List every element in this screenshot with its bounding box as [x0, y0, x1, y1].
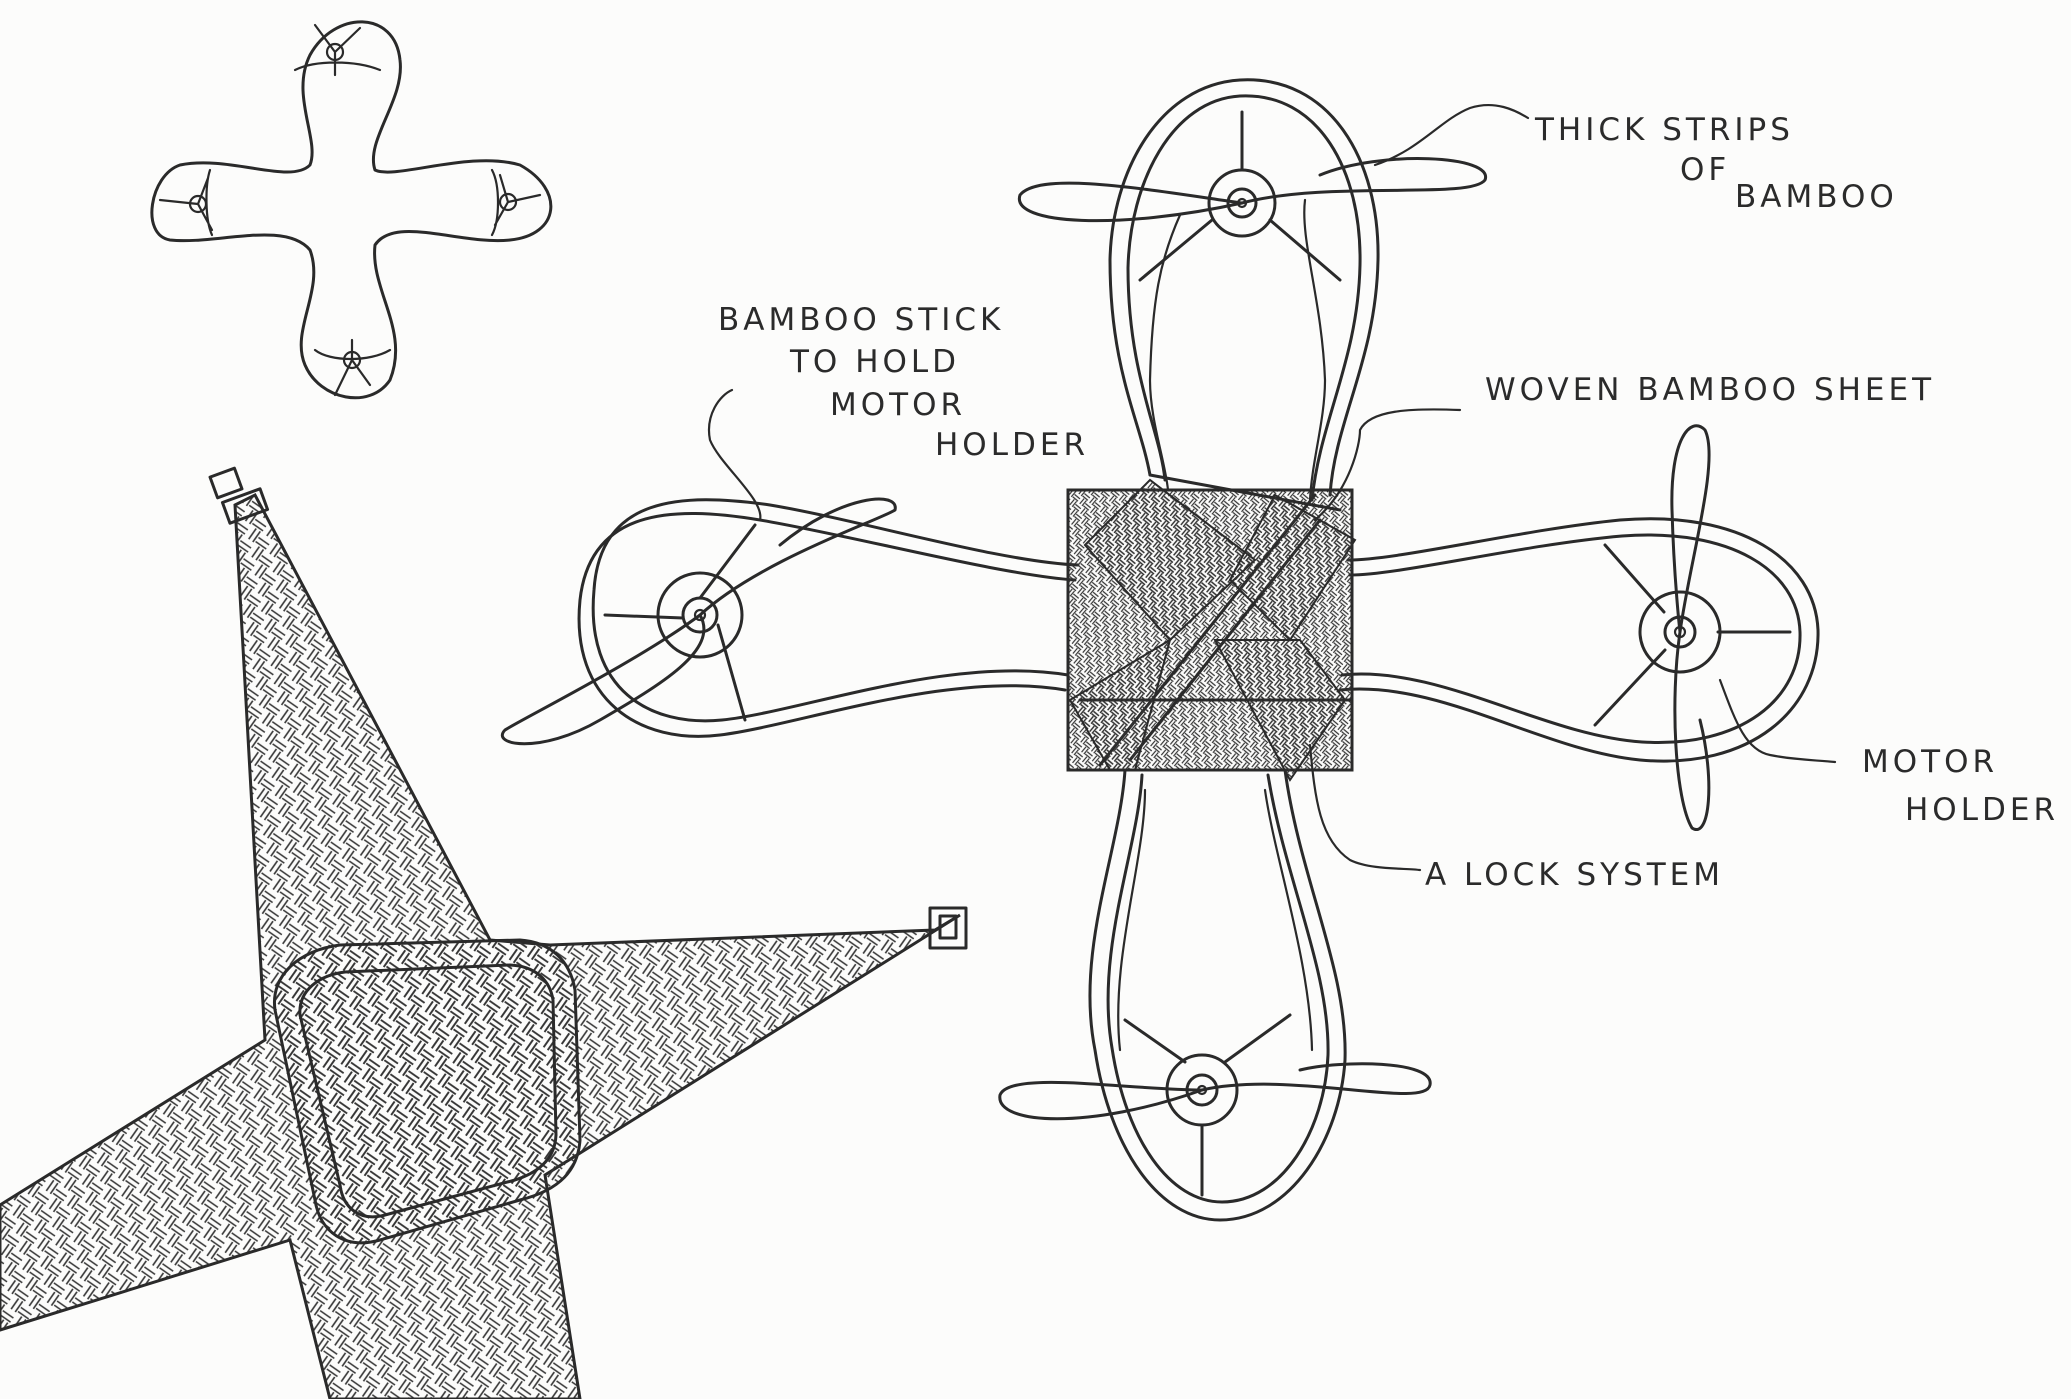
propeller-left [502, 499, 895, 744]
small-frame-sketch [152, 22, 551, 398]
label-thick-strips-line3: BAMBOO [1735, 179, 1898, 215]
label-bamboo-stick-line4: HOLDER [935, 427, 1089, 463]
woven-sheet-sketch [0, 468, 966, 1399]
label-thick-strips-line2: OF [1680, 152, 1730, 188]
woven-center [1068, 475, 1355, 780]
small-motor-top [295, 25, 380, 75]
label-bamboo-stick-line1: BAMBOO STICK [718, 302, 1004, 338]
label-motor-holder-line2: HOLDER [1905, 792, 2059, 828]
small-motor-bottom [315, 340, 390, 395]
buckle-right [930, 908, 966, 948]
propeller-bottom [1000, 1064, 1430, 1119]
motor-right [1595, 426, 1790, 830]
label-thick-strips-line1: THICK STRIPS [1534, 112, 1794, 148]
bottom-arm [1090, 770, 1345, 1220]
label-motor-holder-line1: MOTOR [1862, 744, 1998, 780]
motor-left [502, 499, 895, 744]
leader-motor-holder [1720, 680, 1835, 762]
leader-thick-strips [1375, 105, 1528, 165]
right-arm [1340, 519, 1818, 761]
motor-bottom [1000, 1015, 1430, 1195]
label-lock-system: A LOCK SYSTEM [1425, 857, 1724, 893]
label-bamboo-stick-line3: MOTOR [830, 387, 966, 423]
annotation-labels: THICK STRIPS OF BAMBOO BAMBOO STICK TO H… [718, 112, 2059, 893]
small-motor-left [160, 170, 212, 235]
top-arm [1110, 80, 1378, 500]
small-motor-right [492, 170, 540, 235]
label-woven-sheet: WOVEN BAMBOO SHEET [1485, 372, 1935, 408]
motor-top [1019, 112, 1485, 280]
label-bamboo-stick-line2: TO HOLD [789, 344, 960, 380]
